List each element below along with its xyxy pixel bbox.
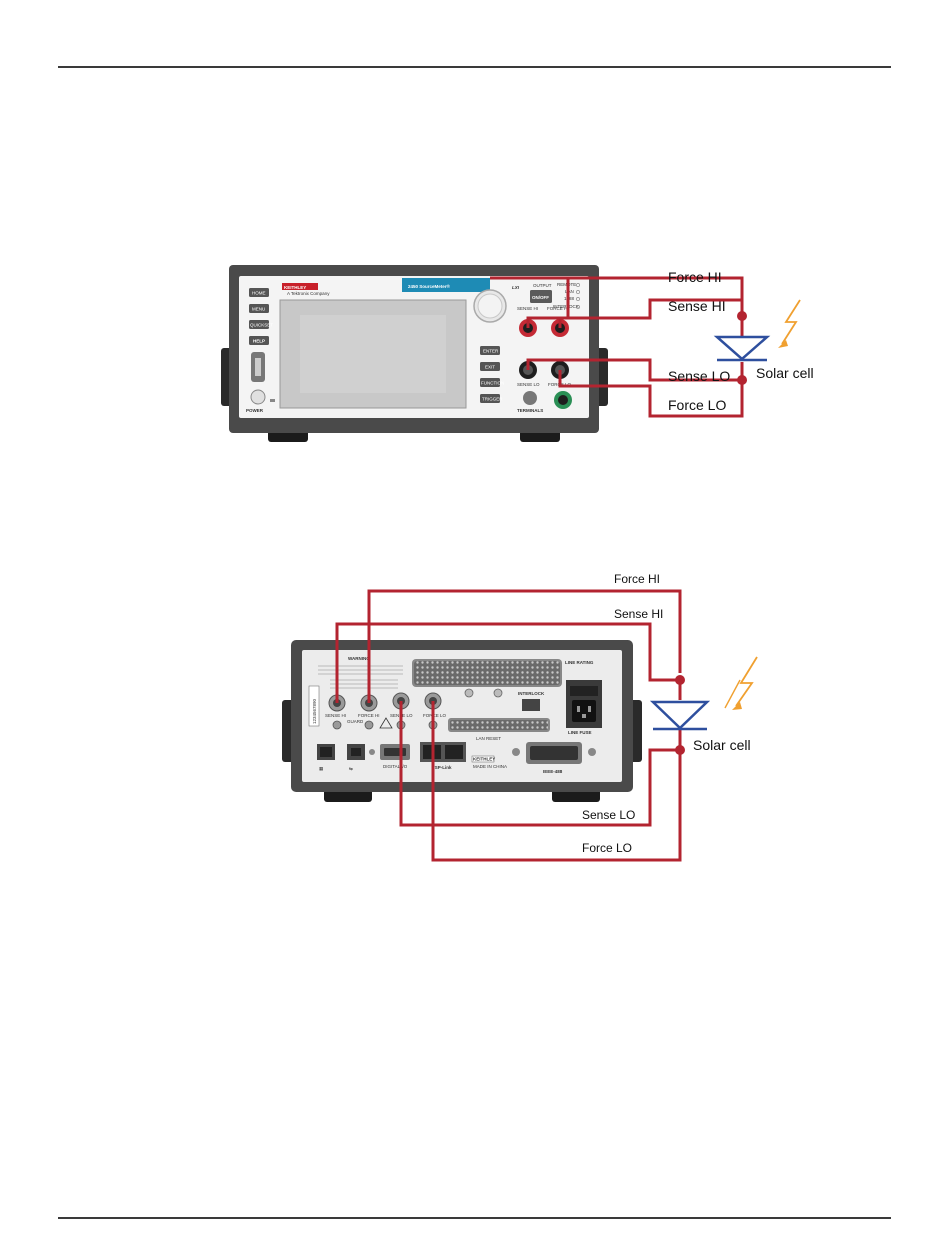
guard-label: GUARD — [347, 719, 364, 724]
svg-text:1234567890: 1234567890 — [312, 698, 317, 724]
front-right-buttons: ENTER EXIT FUNCTION TRIGGER — [480, 346, 504, 403]
lan-reset-label: LAN RESET — [476, 736, 501, 741]
footer-rule — [58, 1217, 891, 1219]
rear-force-hi-wire — [367, 589, 682, 703]
rear-node-bottom — [675, 745, 685, 755]
front-lightning-icon — [778, 299, 801, 348]
front-model-text: 2450 SourceMeter® — [408, 283, 451, 289]
rear-solar-cell-diode — [649, 675, 711, 755]
front-brand-logo — [282, 283, 318, 290]
front-force-hi-stub — [558, 316, 568, 328]
svg-text:FUNCTION: FUNCTION — [481, 381, 504, 386]
power-indicator — [270, 399, 275, 402]
quickset-button-label: QUICKSET — [250, 323, 273, 328]
svg-text:SENSE LO: SENSE LO — [517, 382, 540, 387]
front-brand-sub: A Tektronix Company — [287, 291, 330, 296]
rear-foot-right — [552, 789, 600, 802]
rear-sense-hi-wire — [335, 622, 680, 703]
quickset-button[interactable] — [249, 320, 269, 329]
protective-earth-post[interactable] — [493, 688, 503, 698]
interlock-label: INTERLOCK — [518, 691, 545, 696]
front-sense-lo-label: Sense LO — [668, 368, 730, 384]
usb-icon: ⇆ — [349, 766, 353, 771]
function-button[interactable] — [480, 378, 500, 387]
power-label: POWER — [246, 408, 264, 413]
rear-wires — [335, 589, 682, 862]
guard-terminal[interactable] — [332, 720, 342, 730]
front-solar-cell-label: Solar cell — [756, 365, 814, 381]
power-button[interactable] — [250, 389, 266, 405]
rear-solar-cell-label: Solar cell — [693, 737, 751, 753]
line-fuse-drawer[interactable] — [570, 686, 598, 696]
front-model-badge — [402, 278, 490, 292]
rear-lightning-icon — [724, 656, 758, 710]
digital-io-label: DIGITAL I/O — [383, 764, 408, 769]
network-icon: ▦ — [319, 766, 324, 771]
front-panel-diagram: KEITHLEY A Tektronix Company 2450 Source… — [221, 265, 814, 442]
rear-brand-label: KEITHLEY — [473, 757, 495, 762]
rear-force-lo-wire — [431, 701, 682, 862]
svg-text:SENSE HI: SENSE HI — [517, 306, 538, 311]
help-button[interactable] — [249, 336, 269, 345]
output-label: OUTPUT — [533, 283, 552, 288]
trigger-button[interactable] — [480, 394, 500, 403]
svg-text:ENTER: ENTER — [483, 349, 499, 354]
svg-text:SENSE HI: SENSE HI — [325, 713, 346, 718]
rear-sense-lo-wire — [399, 701, 680, 827]
made-in-label: MADE IN CHINA — [473, 764, 507, 769]
rear-force-hi-label: Force HI — [614, 572, 660, 586]
terminals-label: TERMINALS — [517, 408, 543, 413]
front-node-bottom — [737, 375, 747, 385]
rear-node-top — [675, 675, 685, 685]
terminals-switch[interactable] — [523, 391, 537, 405]
warning-triangle-icon — [379, 717, 393, 729]
front-brand-text: KEITHLEY — [284, 285, 306, 290]
line-rating-label: LINE RATING — [565, 660, 594, 665]
home-button[interactable] — [249, 288, 269, 297]
lxi-logo: LXI — [512, 285, 520, 290]
front-node-top — [737, 311, 747, 321]
header-rule — [58, 66, 891, 68]
menu-button[interactable] — [249, 304, 269, 313]
ieee-488-label: IEEE-488 — [543, 769, 563, 774]
front-force-lo-wire — [558, 370, 744, 418]
home-button-label: HOME — [252, 291, 266, 296]
interlock-connector[interactable] — [522, 699, 540, 711]
enter-button[interactable] — [480, 346, 500, 355]
svg-text:TRIGGER: TRIGGER — [482, 397, 503, 402]
ac-power-socket[interactable] — [572, 700, 596, 722]
menu-button-label: MENU — [252, 307, 265, 312]
front-sense-hi-label: Sense HI — [668, 298, 726, 314]
front-force-lo-label: Force LO — [668, 397, 726, 413]
output-onoff-button[interactable] — [530, 290, 552, 303]
front-terminals — [519, 319, 572, 409]
front-solar-cell-diode — [713, 311, 771, 385]
front-force-hi-label: Force HI — [668, 269, 722, 285]
exit-button[interactable] — [480, 362, 500, 371]
rear-warning-title: WARNING — [348, 656, 370, 661]
svg-text:FORCE HI: FORCE HI — [547, 306, 569, 311]
svg-text:INTERLOCK: INTERLOCK — [553, 304, 579, 309]
help-button-label: HELP — [253, 339, 265, 344]
rear-serial-label — [308, 685, 320, 727]
tsp-link-label: TSP-Link — [432, 765, 452, 770]
svg-text:FORCE HI: FORCE HI — [358, 713, 380, 718]
front-left-buttons: HOME MENU QUICKSET HELP — [249, 288, 273, 345]
line-fuse-label: LINE FUSE — [568, 730, 592, 735]
rear-foot-left — [324, 789, 372, 802]
svg-text:FORCE LO: FORCE LO — [423, 713, 447, 718]
chassis-ground-post[interactable] — [464, 688, 474, 698]
svg-text:EXIT: EXIT — [485, 365, 495, 370]
output-onoff-label: ON/OFF — [532, 295, 549, 300]
rear-sense-lo-label: Sense LO — [582, 808, 635, 822]
rear-sense-hi-label: Sense HI — [614, 607, 663, 621]
rear-force-lo-label: Force LO — [582, 841, 632, 855]
rear-panel-diagram: WARNING 1234567890 INTERLOCK LINE RATING — [282, 572, 758, 862]
